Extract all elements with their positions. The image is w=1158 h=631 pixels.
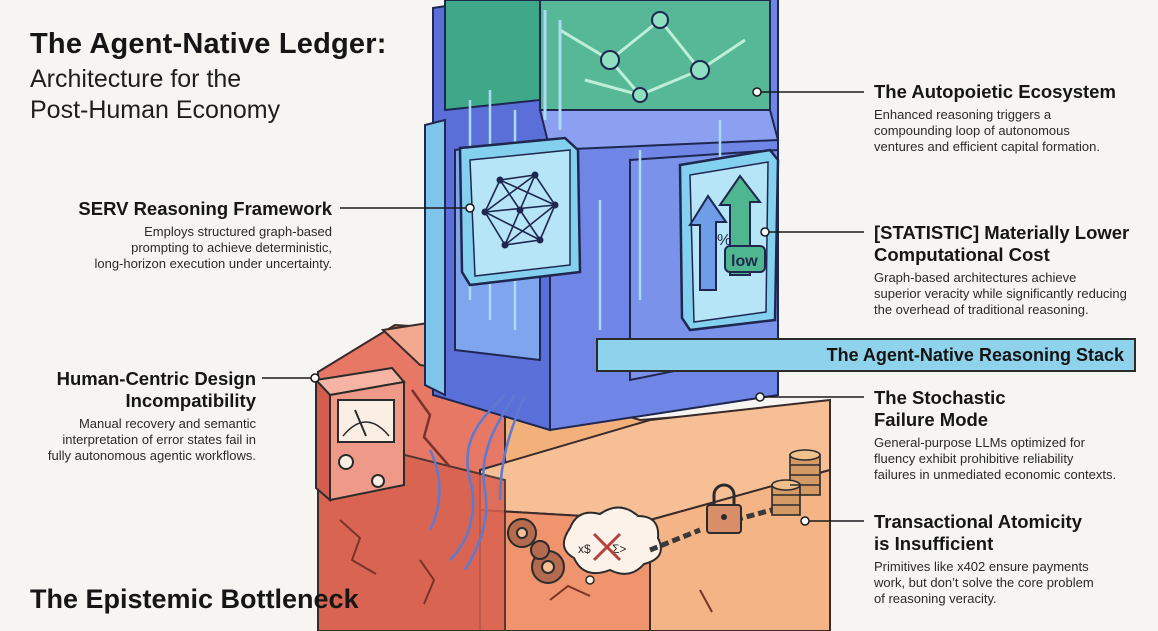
callout-heading: The Stochastic Failure Mode — [874, 387, 1006, 430]
analog-meter-icon — [313, 366, 406, 503]
callout-autopoietic: The Autopoietic Ecosystem Enhanced reaso… — [874, 81, 1154, 155]
symbol-text-left: x$ — [578, 542, 591, 556]
subtitle-line: Architecture for the — [30, 65, 242, 93]
callout-human-centric: Human-Centric Design Incompatibility Man… — [20, 368, 256, 464]
banner-label: The Agent-Native Reasoning Stack — [826, 345, 1124, 365]
callout-heading: The Autopoietic Ecosystem — [874, 81, 1116, 102]
leader-lines — [262, 91, 864, 522]
leader-dots — [310, 87, 810, 526]
callout-stochastic: The Stochastic Failure Mode General-purp… — [874, 387, 1154, 483]
graph-network-panel — [458, 136, 582, 287]
reasoning-stack-banner: The Agent-Native Reasoning Stack — [596, 338, 1136, 372]
coin-stacks-icon — [771, 449, 821, 516]
symbol-text-right: Σ> — [612, 542, 626, 556]
callout-heading: SERV Reasoning Framework — [78, 198, 332, 219]
subtitle-line: Post-Human Economy — [30, 96, 281, 124]
callout-body: General-purpose LLMs optimized for fluen… — [874, 435, 1117, 482]
callout-atomicity: Transactional Atomicity is Insufficient … — [874, 511, 1154, 607]
callout-heading: Human-Centric Design Incompatibility — [56, 368, 256, 411]
thought-bubble-icon: x$ Σ> — [563, 506, 662, 585]
callout-heading: Transactional Atomicity is Insufficient — [874, 511, 1083, 554]
low-label: low — [731, 253, 758, 270]
low-cost-panel: % low — [678, 148, 780, 332]
callout-body: Employs structured graph-based prompting… — [94, 224, 332, 271]
callout-serv: SERV Reasoning Framework Employs structu… — [40, 198, 332, 272]
callout-body: Graph-based architectures achieve superi… — [874, 270, 1127, 317]
callout-body: Manual recovery and semantic interpretat… — [47, 416, 256, 463]
callout-heading: [STATISTIC] Materially Lower Computation… — [874, 222, 1130, 265]
page-title: The Agent-Native Ledger: — [30, 28, 387, 60]
callout-body: Primitives like x402 ensure payments wor… — [874, 559, 1094, 606]
lock-chain-icon — [649, 483, 791, 553]
cable-bundle — [428, 394, 527, 571]
page-subtitle: Architecture for the Post-Human Economy — [30, 64, 280, 126]
gears-icon — [507, 518, 565, 584]
callout-statistic: [STATISTIC] Materially Lower Computation… — [874, 222, 1154, 318]
section-title-epistemic-bottleneck: The Epistemic Bottleneck — [30, 584, 359, 614]
percent-symbol: % — [717, 232, 731, 249]
callout-body: Enhanced reasoning triggers a compoundin… — [874, 107, 1100, 154]
